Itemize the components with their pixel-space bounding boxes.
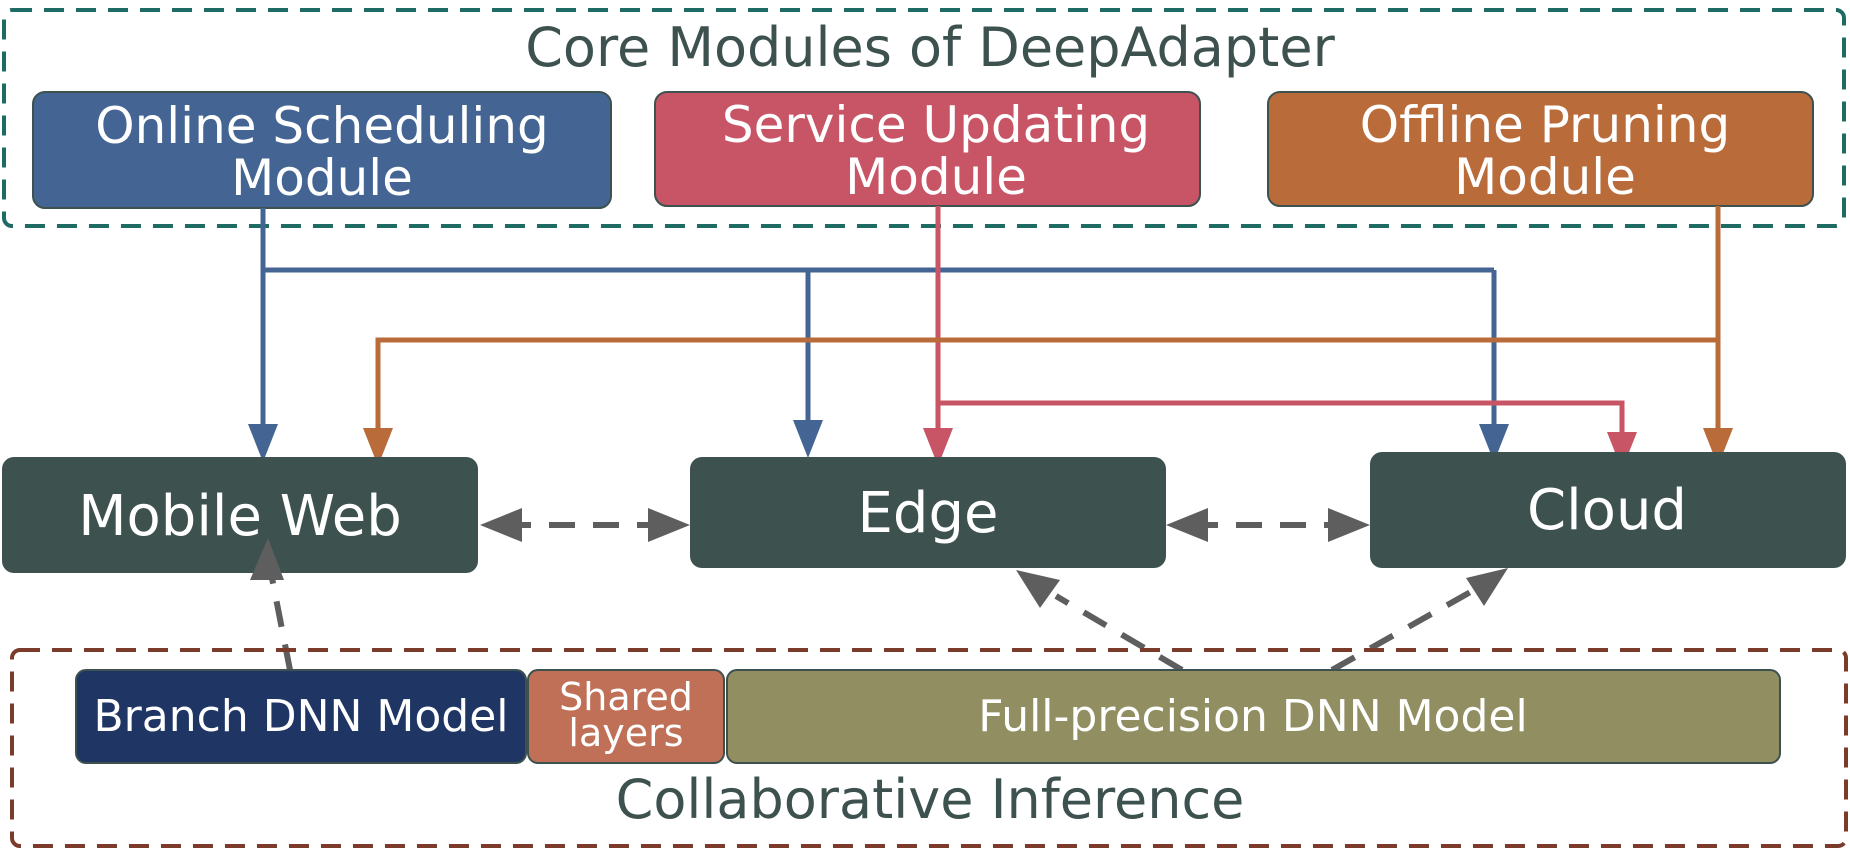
red-to-cloud-line (938, 400, 1625, 436)
shared-layers-label-line1: Shared (559, 675, 693, 719)
online-scheduling-label-line1: Online Scheduling (95, 97, 549, 155)
orange-pruning-connectors (375, 206, 1721, 432)
cloud-label: Cloud (1527, 478, 1687, 543)
edge-node: Edge (690, 457, 1166, 568)
blue-arrowhead-edge (793, 420, 823, 458)
dashed-model-links (250, 538, 1508, 673)
mobile-edge-arrowhead-right (648, 508, 690, 542)
online-scheduling-module: Online Scheduling Module (32, 91, 612, 209)
blue-arrowhead-mobile (248, 424, 278, 462)
edge-cloud-arrowhead-right (1328, 508, 1370, 542)
full-to-cloud-arrowhead (1466, 568, 1508, 606)
collaborative-inference-title: Collaborative Inference (616, 768, 1245, 831)
online-scheduling-label-line2: Module (231, 149, 413, 207)
full-precision-dnn-model: Full-precision DNN Model (726, 669, 1781, 764)
full-precision-box (726, 669, 1781, 764)
solid-arrowheads (248, 420, 1733, 470)
branch-dnn-label: Branch DNN Model (94, 691, 509, 742)
online-scheduling-box (32, 91, 612, 209)
branch-dnn-box (75, 669, 527, 764)
cloud-box (1370, 452, 1846, 568)
full-to-edge-dashed-line (1054, 593, 1184, 673)
red-arrowhead-cloud (1607, 432, 1637, 470)
edge-label: Edge (858, 481, 999, 546)
mobile-edge-arrowhead-left (480, 508, 522, 542)
offline-pruning-box (1267, 91, 1814, 207)
collaborative-inference-border (10, 648, 1848, 848)
service-updating-label-line1: Service Updating (722, 96, 1150, 154)
mobile-web-label: Mobile Web (78, 484, 402, 549)
mobile-web-box (2, 457, 478, 573)
blue-scheduling-connectors (260, 208, 1497, 428)
branch-to-mobile-dashed-line (269, 577, 293, 671)
offline-pruning-label-line2: Module (1454, 148, 1636, 206)
shared-layers-box (527, 669, 725, 764)
service-updating-label-line2: Module (845, 148, 1027, 206)
full-to-edge-arrowhead (1016, 570, 1060, 608)
blue-trunk-line (260, 208, 1494, 273)
core-modules-border (2, 8, 1846, 228)
orange-to-mobile-line (375, 337, 1718, 432)
offline-pruning-module: Offline Pruning Module (1267, 91, 1814, 207)
mobile-web-node: Mobile Web (2, 457, 478, 573)
red-arrowhead-edge (923, 428, 953, 466)
red-updating-connectors (935, 206, 1625, 436)
core-modules-title: Core Modules of DeepAdapter (525, 16, 1335, 79)
edge-cloud-arrowhead-left (1166, 508, 1208, 542)
shared-layers-label-line2: layers (568, 711, 683, 755)
cloud-node: Cloud (1370, 452, 1846, 568)
service-updating-box (654, 91, 1201, 207)
orange-arrowhead-mobile (363, 428, 393, 466)
collaborative-inference-group: Branch DNN Model Shared layers Full-prec… (10, 648, 1848, 848)
offline-pruning-label-line1: Offline Pruning (1360, 96, 1730, 154)
service-updating-module: Service Updating Module (654, 91, 1201, 207)
branch-to-mobile-arrowhead (250, 538, 284, 580)
shared-layers: Shared layers (527, 669, 725, 764)
full-precision-label: Full-precision DNN Model (978, 691, 1527, 742)
edge-box (690, 457, 1166, 568)
dashed-node-links (480, 508, 1370, 542)
blue-arrowhead-cloud (1479, 424, 1509, 462)
full-to-cloud-dashed-line (1330, 587, 1476, 673)
core-modules-group: Core Modules of DeepAdapter Online Sched… (2, 8, 1846, 228)
orange-arrowhead-cloud (1703, 428, 1733, 466)
branch-dnn-model: Branch DNN Model (75, 669, 527, 764)
